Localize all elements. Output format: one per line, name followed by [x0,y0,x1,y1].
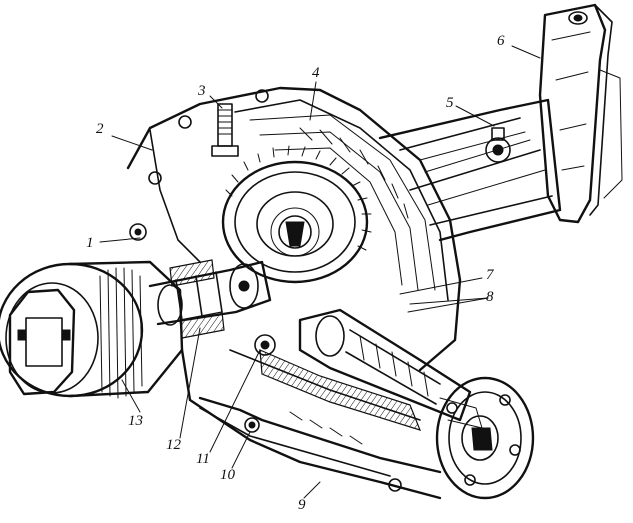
callout-8: 8 [486,289,494,305]
callout-1: 1 [86,235,94,251]
pinion-shaft [148,259,272,339]
callout-3: 3 [198,83,206,99]
extension-tube [378,98,562,242]
callout-4: 4 [312,65,320,81]
callout-2: 2 [96,121,104,137]
output-flange [435,376,535,500]
input-flange [0,260,184,399]
ring-gear [221,145,372,284]
callout-7: 7 [486,267,494,283]
leader-lines [99,45,541,499]
callout-6: 6 [497,33,505,49]
breather-stud [211,103,239,157]
callout-11: 11 [196,451,210,467]
callout-5: 5 [446,95,454,111]
output-shaft [298,308,483,429]
lower-housing [180,334,442,500]
callout-9: 9 [298,497,306,513]
mounting-bracket [538,3,623,224]
callout-13: 13 [128,413,143,429]
callout-10: 10 [220,467,235,483]
callout-12: 12 [166,437,181,453]
